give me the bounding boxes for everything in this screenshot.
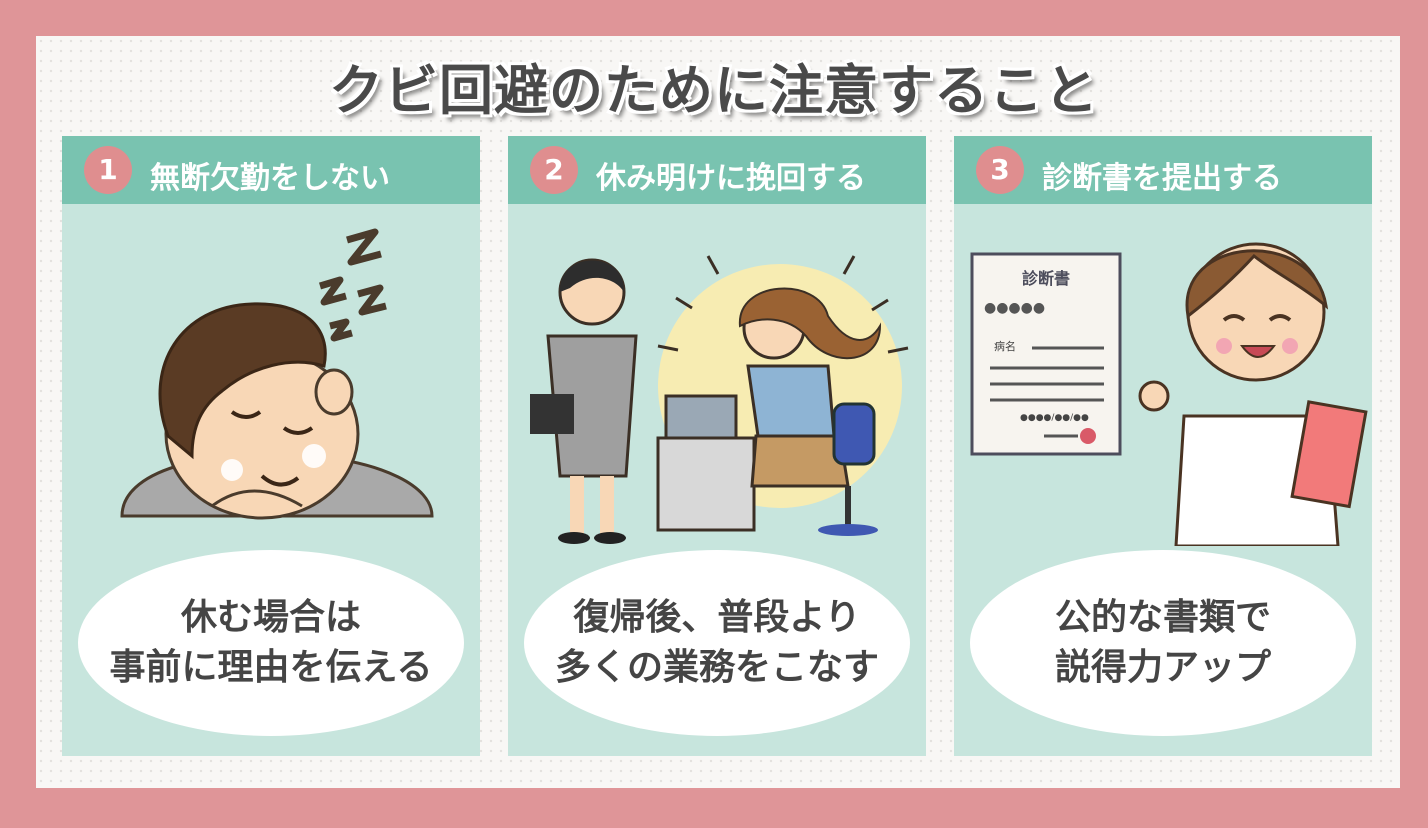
tip-line-2: 多くの業務をこなす	[554, 647, 879, 688]
tip-line-1: 公的な書類で	[1054, 597, 1271, 638]
card-certificate: 3 診断書を提出する 診断書 ●●●●● 病名 ●●●●/●●/●●	[954, 136, 1372, 756]
colleague-figure	[530, 258, 638, 544]
card-no-absence: 1 無断欠勤をしない 休む場合は 事前に理由を伝える	[62, 136, 480, 756]
card-heading: 休み明けに挽回する	[596, 161, 866, 196]
card-recover: 2 休み明けに挽回する	[508, 136, 926, 756]
doctor-illustration: 診断書 ●●●●● 病名 ●●●●/●●/●●	[970, 242, 1368, 546]
tip-bubble: 公的な書類で 説得力アップ	[970, 550, 1356, 736]
number-badge: 2	[530, 146, 578, 194]
number-badge: 3	[976, 146, 1024, 194]
card-heading: 無断欠勤をしない	[150, 161, 390, 196]
tip-bubble: 休む場合は 事前に理由を伝える	[78, 550, 464, 736]
page-title: クビ回避のために注意すること	[329, 59, 1099, 122]
certificate-title: 診断書	[1022, 269, 1070, 288]
card-header: 2 休み明けに挽回する	[508, 136, 926, 204]
card-heading: 診断書を提出する	[1042, 161, 1282, 196]
certificate-date: ●●●●/●●/●●	[1020, 413, 1089, 423]
busy-worker-illustration	[530, 255, 909, 544]
desk-shape	[656, 436, 756, 532]
card-header: 3 診断書を提出する	[954, 136, 1372, 204]
certificate-dots: ●●●●●	[984, 300, 1045, 316]
tip-line-2: 事前に理由を伝える	[109, 647, 433, 688]
hair-shape	[158, 302, 327, 460]
tip-line-2: 説得力アップ	[1054, 647, 1271, 688]
doctor-figure	[1138, 242, 1368, 546]
laptop-shape	[664, 394, 738, 440]
tip-bubble: 復帰後、普段より 多くの業務をこなす	[524, 550, 910, 736]
zzz-icon	[318, 228, 387, 342]
certificate-field-label: 病名	[994, 339, 1016, 353]
sleeping-man-illustration	[120, 228, 434, 520]
tip-line-1: 休む場合は	[180, 597, 361, 638]
number-badge: 1	[84, 146, 132, 194]
worker-figure	[738, 287, 882, 536]
tip-line-1: 復帰後、普段より	[573, 597, 861, 638]
card-header: 1 無断欠勤をしない	[62, 136, 480, 204]
certificate-document: 診断書 ●●●●● 病名 ●●●●/●●/●●	[970, 252, 1122, 456]
